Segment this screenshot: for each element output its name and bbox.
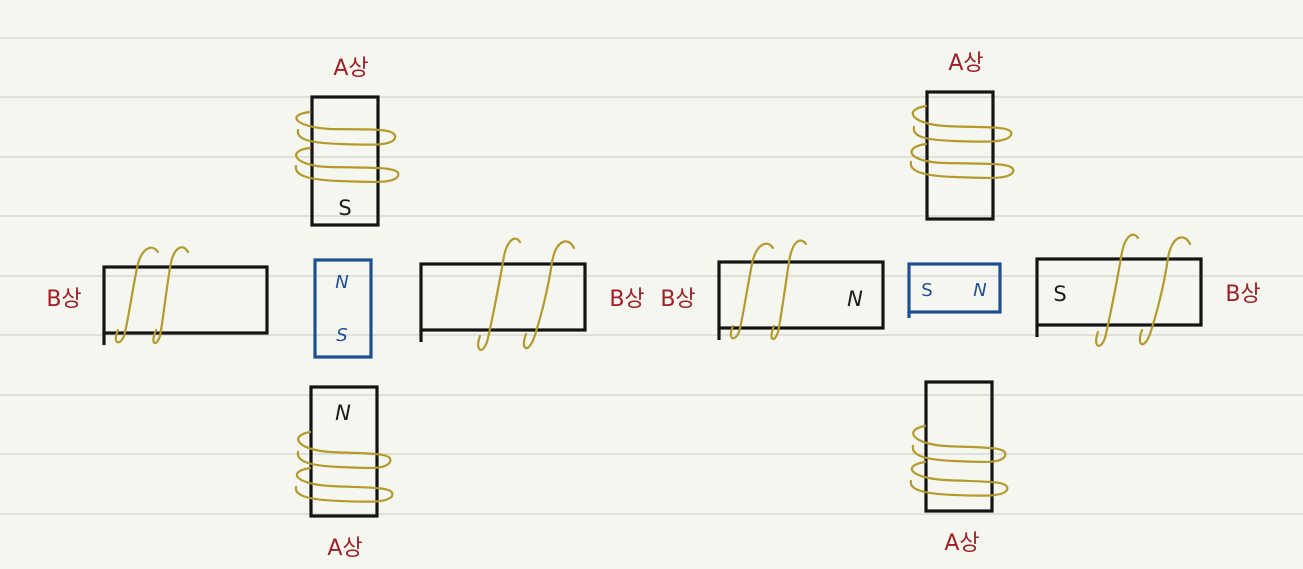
phase-label-a: A상 (944, 531, 979, 556)
phase-label-b: B상 (1225, 282, 1260, 307)
coil-winding (295, 110, 397, 146)
phase-label-a: A상 (327, 536, 362, 561)
rotor-magnet: S N (907, 262, 1002, 318)
stator-core (309, 385, 379, 518)
coil-winding (909, 460, 1009, 497)
stator-core (924, 380, 994, 513)
coil-winding (114, 246, 160, 344)
rotor-pole-label: N (335, 272, 348, 293)
pole-label: S (338, 196, 351, 220)
coil-winding (911, 104, 1013, 143)
diagram-right: A상 A상 N B상 S B상 (660, 51, 1260, 556)
coil-winding (296, 430, 392, 470)
stator-left: B상 (46, 246, 269, 345)
rotor-body (313, 258, 373, 359)
coil-winding (522, 240, 576, 350)
coil-winding (729, 242, 775, 340)
ruled-lines (0, 37, 1303, 515)
coil-winding (477, 237, 522, 351)
phase-label-b: B상 (46, 287, 81, 312)
coil-winding (1095, 233, 1140, 347)
stator-bottom: N A상 (294, 385, 394, 561)
rotor-pole-label: S (921, 280, 932, 301)
phase-label-b: B상 (660, 287, 695, 312)
phase-label-b: B상 (609, 287, 644, 312)
stator-top: A상 (909, 51, 1015, 221)
stator-core (310, 95, 380, 227)
stator-bottom: A상 (909, 380, 1009, 556)
diagram-left: S A상 N A상 B상 B상 (46, 56, 644, 561)
phase-label-a: A상 (948, 51, 983, 76)
stator-core (1035, 257, 1203, 327)
stator-core (925, 90, 995, 221)
stator-top: S A상 (294, 56, 400, 227)
coil-winding (909, 142, 1015, 180)
coil-winding (152, 246, 190, 345)
coil-winding (294, 466, 394, 503)
rotor-magnet: N S (313, 258, 373, 359)
stator-core (102, 265, 269, 335)
rotor-body (907, 262, 1002, 314)
stator-core (419, 262, 587, 332)
pole-label: N (847, 287, 863, 311)
coil-winding (911, 424, 1007, 464)
rotor-pole-label: N (973, 280, 986, 301)
stator-right: S B상 (1035, 233, 1261, 347)
coil-winding (1138, 236, 1192, 346)
coil-winding (294, 146, 400, 184)
pole-label: S (1053, 282, 1066, 306)
phase-label-a: A상 (333, 56, 368, 81)
stator-left: N B상 (660, 239, 885, 341)
rotor-pole-label: S (336, 325, 347, 346)
stator-core (717, 260, 885, 330)
stator-right: B상 (419, 237, 645, 351)
pole-label: N (335, 401, 351, 425)
coil-winding (770, 239, 808, 341)
